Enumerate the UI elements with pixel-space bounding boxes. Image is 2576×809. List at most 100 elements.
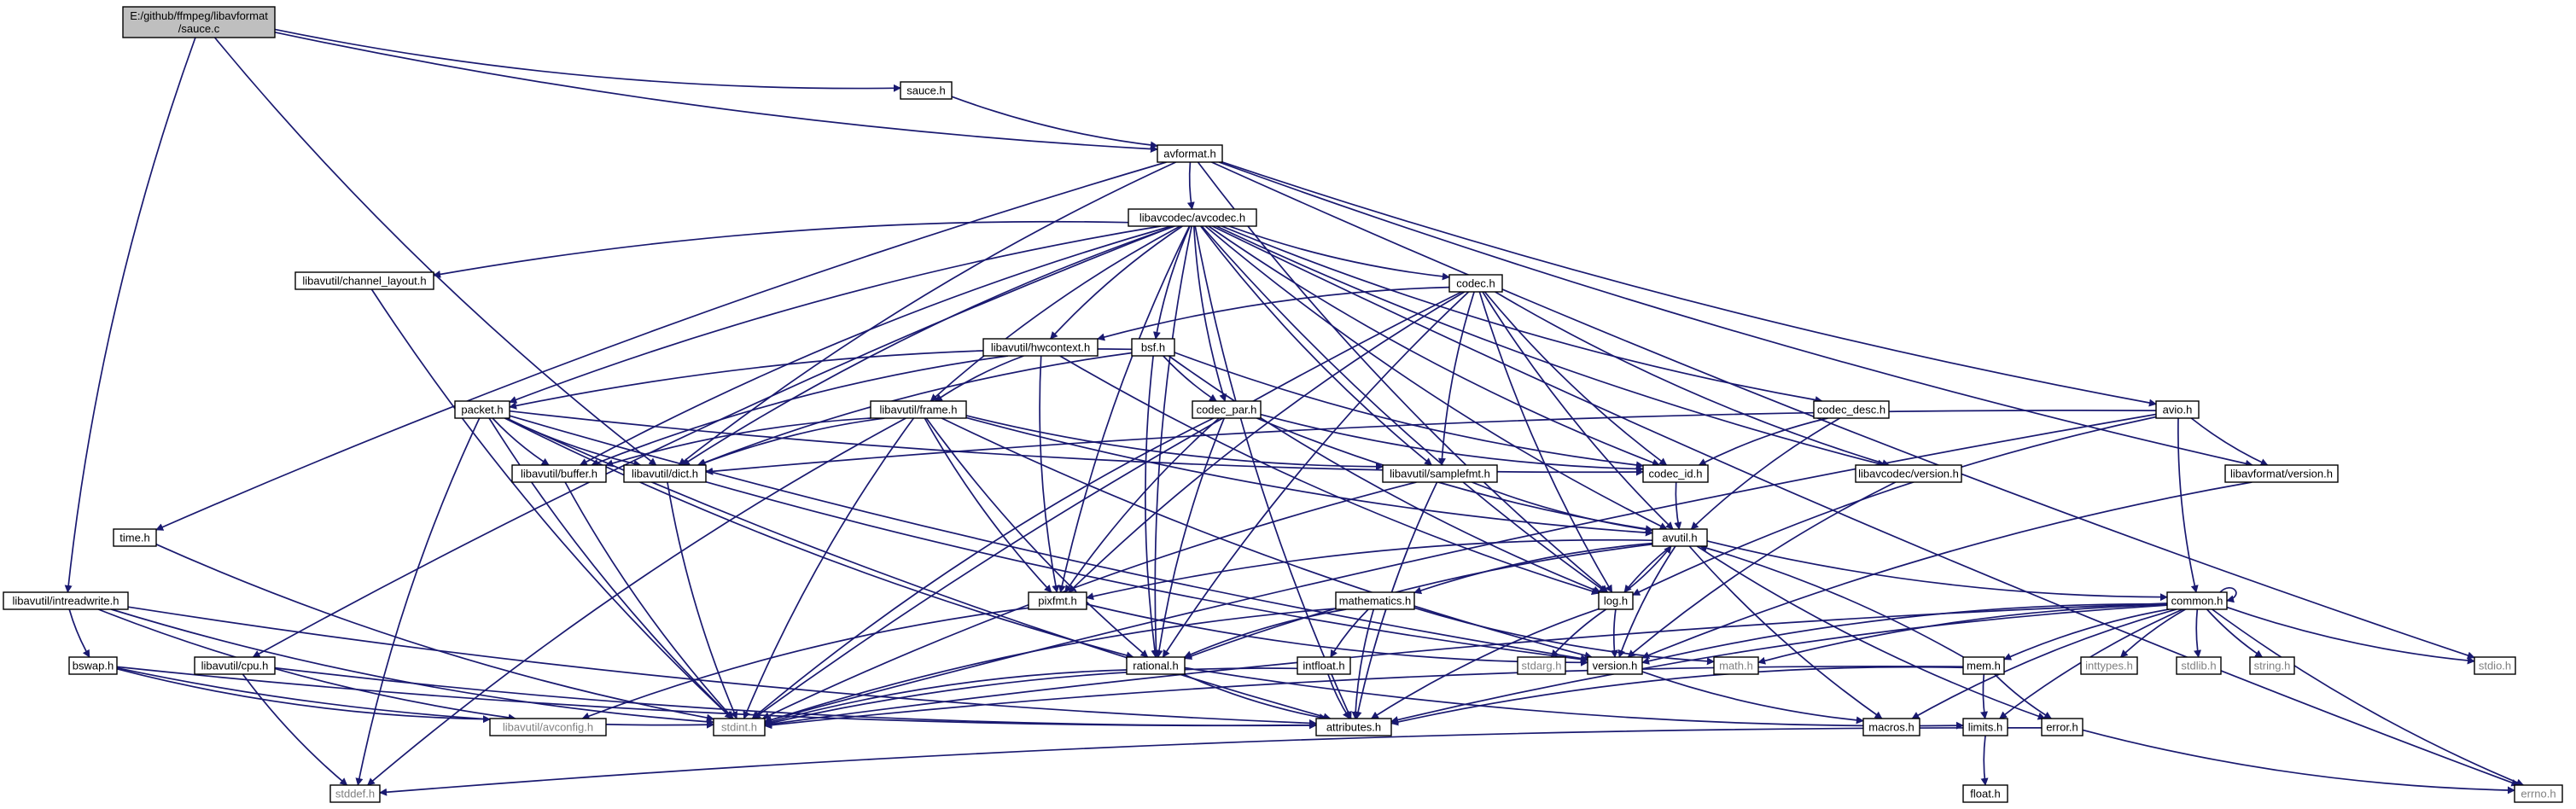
node-label: version.h (1593, 660, 1638, 672)
node-box (713, 718, 766, 736)
edge-sauce_c-to-intreadwrite_h (64, 37, 196, 593)
node-avcodec-version-h[interactable]: libavcodec/version.h (1855, 464, 1962, 483)
node-mathematics-h[interactable]: mathematics.h (1335, 591, 1415, 610)
edge-avcodec_h-to-attributes_h (1194, 225, 1352, 719)
edge-avcodec_h-to-errno_h (1212, 225, 2520, 787)
node-buffer-h[interactable]: libavutil/buffer.h (511, 464, 607, 483)
edge-avformat_h-to-time_h (155, 161, 1167, 531)
node-box (1713, 656, 1759, 675)
node-avutil-h[interactable]: avutil.h (1652, 528, 1708, 547)
node-avconfig-h[interactable]: libavutil/avconfig.h (489, 718, 607, 736)
node-float-h[interactable]: float.h (1962, 784, 2008, 803)
node-codec-id-h[interactable]: codec_id.h (1642, 464, 1709, 483)
node-intreadwrite-h[interactable]: libavutil/intreadwrite.h (3, 591, 129, 610)
edge-codec_id_h-to-avutil_h (1674, 481, 1682, 530)
node-box (1962, 784, 2008, 803)
edge-avcodec_h-to-bsf_h (1152, 225, 1191, 340)
node-common-h[interactable]: common.h (2166, 591, 2228, 610)
node-label: stdint.h (721, 721, 757, 734)
node-limits-h[interactable]: limits.h (1962, 718, 2008, 736)
node-version-h[interactable]: version.h (1587, 656, 1643, 675)
node-sauce-h[interactable]: sauce.h (900, 81, 953, 100)
node-stddef-h[interactable]: stddef.h (329, 784, 381, 803)
node-stdarg-h[interactable]: stdarg.h (1517, 656, 1566, 675)
node-channel-layout-h[interactable]: libavutil/channel_layout.h (294, 271, 434, 290)
node-macros-h[interactable]: macros.h (1862, 718, 1920, 736)
node-frame-h[interactable]: libavutil/frame.h (870, 400, 967, 419)
edge-common_h-to-errno_h (2212, 608, 2525, 787)
node-box (623, 464, 707, 483)
edge-bsf_h-to-codec_par_h (1163, 355, 1217, 402)
node-avcodec-h[interactable]: libavcodec/avcodec.h (1128, 208, 1257, 227)
node-sauce-c[interactable]: E:/github/ffmpeg/libavformat/sauce.c (122, 6, 276, 38)
node-hwcontext-h[interactable]: libavutil/hwcontext.h (982, 338, 1099, 357)
edge-mathematics_h-to-attributes_h (1351, 608, 1375, 719)
edge-codec_desc_h-to-codec_id_h (1698, 417, 1828, 466)
node-label: codec.h (1456, 277, 1495, 290)
edge-version_h-to-macros_h (1641, 671, 1864, 725)
node-avformat-version-h[interactable]: libavformat/version.h (2224, 464, 2339, 483)
node-avformat-h[interactable]: avformat.h (1157, 144, 1223, 163)
node-string-h[interactable]: string.h (2249, 656, 2295, 675)
node-box (1297, 656, 1351, 675)
node-label: libavutil/buffer.h (521, 468, 597, 480)
node-avio-h[interactable]: avio.h (2155, 400, 2200, 419)
node-cpu-h[interactable]: libavutil/cpu.h (194, 656, 276, 675)
node-rational-h[interactable]: rational.h (1126, 656, 1186, 675)
edge-avcodec_h-to-cpu_h (252, 225, 1174, 658)
node-time-h[interactable]: time.h (113, 528, 157, 547)
node-codec-par-h[interactable]: codec_par.h (1192, 400, 1262, 419)
node-intfloat-h[interactable]: intfloat.h (1297, 656, 1351, 675)
node-dict-h[interactable]: libavutil/dict.h (623, 464, 707, 483)
node-box (1855, 464, 1962, 483)
node-attributes-h[interactable]: attributes.h (1315, 718, 1392, 736)
node-codec-desc-h[interactable]: codec_desc.h (1813, 400, 1890, 419)
edge-mem_h-to-attributes_h (1390, 666, 1964, 726)
edge-common_h-to-mem_h (2003, 608, 2170, 661)
edge-avformat_h-to-dict_h (678, 161, 1176, 466)
edge-codec_h-to-codec_id_h (1483, 291, 1668, 466)
node-packet-h[interactable]: packet.h (454, 400, 510, 419)
node-label: libavcodec/avcodec.h (1139, 212, 1245, 224)
node-errno-h[interactable]: errno.h (2514, 784, 2563, 803)
edge-cpu_h-to-stddef_h (242, 673, 348, 786)
node-mem-h[interactable]: mem.h (1962, 656, 2005, 675)
node-stdio-h[interactable]: stdio.h (2474, 656, 2516, 675)
node-label: sauce.h (906, 84, 946, 97)
node-codec-h[interactable]: codec.h (1448, 274, 1503, 293)
node-error-h[interactable]: error.h (2041, 718, 2084, 736)
edge-rational_h-to-attributes_h (1182, 673, 1327, 721)
edge-bswap_h-to-stdint_h (116, 666, 714, 729)
edge-avutil_h-to-mathematics_h (1413, 542, 1653, 595)
edge-codec_h-to-log_h (1478, 291, 1613, 593)
node-log-h[interactable]: log.h (1598, 591, 1634, 610)
edge-common_h-to-stdio_h (2226, 606, 2475, 665)
node-label: string.h (2254, 660, 2291, 672)
node-stdlib-h[interactable]: stdlib.h (2176, 656, 2222, 675)
edge-mathematics_h-to-rational_h (1183, 608, 1347, 658)
edge-intreadwrite_h-to-attributes_h (127, 606, 1317, 727)
node-bswap-h[interactable]: bswap.h (68, 656, 118, 675)
node-math-h[interactable]: math.h (1713, 656, 1759, 675)
node-box (1642, 464, 1709, 483)
node-box (2041, 718, 2084, 736)
node-label: attributes.h (1326, 721, 1381, 734)
nodes-layer: E:/github/ffmpeg/libavformat/sauce.c sauc… (3, 6, 2563, 803)
edge-avformat_h-to-avio_h (1221, 161, 2157, 407)
edge-avutil_h-to-rational_h (1184, 543, 1653, 661)
node-bsf-h[interactable]: bsf.h (1131, 338, 1175, 357)
edge-error_h-to-errno_h (2082, 729, 2515, 794)
edge-rational_h-to-stdint_h (764, 669, 1128, 725)
node-label: avutil.h (1662, 532, 1697, 544)
edge-bswap_h-to-attributes_h (116, 666, 1317, 730)
edge-avcodec_h-to-codec_id_h (1208, 225, 1660, 467)
node-inttypes-h[interactable]: inttypes.h (2080, 656, 2138, 675)
node-samplefmt-h[interactable]: libavutil/samplefmt.h (1382, 464, 1498, 483)
edge-avformat_h-to-avcodec_h (1186, 161, 1195, 210)
edge-log_h-to-stdarg_h (1550, 608, 1607, 658)
node-stdint-h[interactable]: stdint.h (713, 718, 766, 736)
node-pixfmt-h[interactable]: pixfmt.h (1028, 591, 1087, 610)
node-label: pixfmt.h (1038, 595, 1077, 608)
edge-avcodec_h-to-pixfmt_h (1058, 225, 1191, 593)
edge-common_h-to-attributes_h (1390, 604, 2168, 724)
